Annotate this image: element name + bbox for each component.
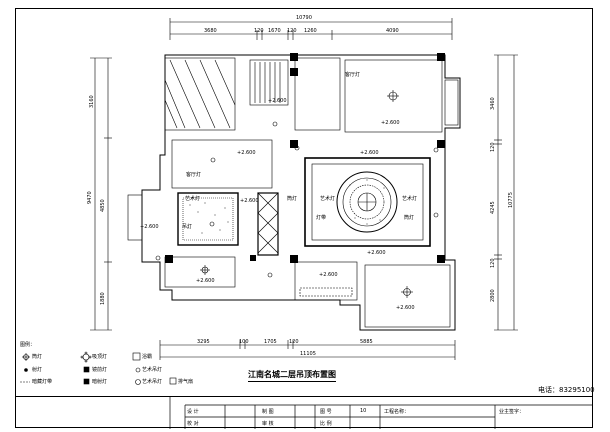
top-right-room (344, 59, 443, 133)
room-note-6: 灯带 (316, 215, 327, 221)
stone-ceiling-room (177, 192, 239, 246)
legend-item-3: 浴霸 (142, 354, 153, 360)
dim-bottom-seg-1: 100 (239, 339, 249, 345)
level-8: +2.600 (319, 272, 338, 278)
stone-texture (187, 179, 385, 234)
dim-bottom-seg-2: 1705 (264, 339, 277, 345)
legend-item-8: 暗射灯 (92, 379, 108, 385)
level-0: +2.600 (268, 98, 287, 104)
legend-item-1: 吸顶灯 (92, 354, 108, 360)
bottom-right-room (364, 264, 451, 328)
tb-drawing-no: 10 (360, 408, 367, 414)
dim-bottom-total: 11105 (300, 351, 316, 357)
tb-scale-label: 比 例 (320, 421, 332, 427)
tb-design: 设 计 (187, 409, 199, 415)
drawing-title: 江南名城二层吊顶布置图 (248, 369, 336, 382)
room-note-4: 艺术灯 (320, 196, 336, 202)
room-note-1: 客厅灯 (186, 172, 202, 178)
legend-item-7: 暗藏灯带 (32, 379, 53, 385)
tb-drawing-no-label: 图 号 (320, 409, 332, 415)
bottom-middle-room (294, 261, 358, 301)
room-note-3: 筒灯 (287, 196, 298, 202)
phone-number: 电话：83295100 (538, 386, 595, 394)
dim-bottom-seg-3: 120 (289, 339, 299, 345)
bath-heater-icon (132, 352, 141, 361)
chandelier-icon (82, 353, 90, 361)
dim-top-seg-1: 120 (254, 28, 264, 34)
level-3: +2.600 (360, 150, 379, 156)
art-pendant-icon (135, 379, 141, 385)
dim-bottom-seg-4: 5885 (360, 339, 373, 345)
level-4: +2.600 (140, 224, 159, 230)
mirror-light-icon (83, 366, 90, 373)
dim-top-seg-2: 1670 (268, 28, 281, 34)
room-note-2: 艺术灯 (185, 196, 201, 202)
legend-item-10: 排气扇 (178, 379, 194, 385)
dim-bottom-seg-0: 3295 (197, 339, 210, 345)
drawing-frame (15, 8, 593, 428)
bathroom-top (249, 59, 289, 106)
tb-owner-label: 业主签字： (499, 409, 525, 415)
stair-room (164, 57, 236, 131)
tb-project-label: 工程名称： (384, 409, 410, 415)
crosshatch-panel (257, 192, 279, 256)
level-7: +2.600 (196, 278, 215, 284)
tb-check: 校 对 (187, 421, 199, 427)
top-middle-room (294, 57, 341, 131)
room-note-5: 艺术灯 (402, 196, 418, 202)
legend-item-4: 射灯 (32, 367, 43, 373)
level-5: +2.600 (240, 198, 259, 204)
legend-item-9: 艺术吊灯 (142, 379, 163, 385)
exhaust-fan-icon (169, 377, 177, 385)
dim-top-seg-0: 3680 (204, 28, 217, 34)
bottom-left-room (164, 256, 236, 288)
level-1: +2.600 (381, 120, 400, 126)
ceiling-medallion (336, 171, 398, 233)
living-room-ceiling (304, 157, 431, 247)
room-note-0: 客厅灯 (345, 72, 361, 78)
legend-heading: 图例： (20, 342, 36, 348)
legend-item-0: 筒灯 (32, 354, 43, 360)
room-note-7: 筒灯 (404, 215, 415, 221)
building-outline (141, 54, 461, 331)
dim-top-seg-4: 1260 (304, 28, 317, 34)
art-light-icon (135, 367, 141, 373)
dim-top-total: 10790 (296, 15, 312, 21)
structural-columns (165, 53, 445, 263)
recessed-light-icon (83, 378, 90, 385)
dim-top-seg-5: 4090 (386, 28, 399, 34)
spotlight-icon (24, 368, 28, 372)
legend-item-6: 艺术吊灯 (142, 367, 163, 373)
level-6: +2.600 (367, 250, 386, 256)
tb-audit: 审 核 (262, 421, 274, 427)
level-9: +2.600 (396, 305, 415, 311)
title-block: 设 计 校 对 制 图 审 核 图 号 10 比 例 工程名称： 业主签字： (15, 396, 593, 429)
room-note-8: 吊灯 (182, 224, 193, 230)
middle-left-room (171, 139, 273, 189)
dim-top-seg-3: 120 (287, 28, 297, 34)
legend-item-5: 镜前灯 (92, 367, 108, 373)
level-2: +2.600 (237, 150, 256, 156)
tb-draw: 制 图 (262, 409, 274, 415)
